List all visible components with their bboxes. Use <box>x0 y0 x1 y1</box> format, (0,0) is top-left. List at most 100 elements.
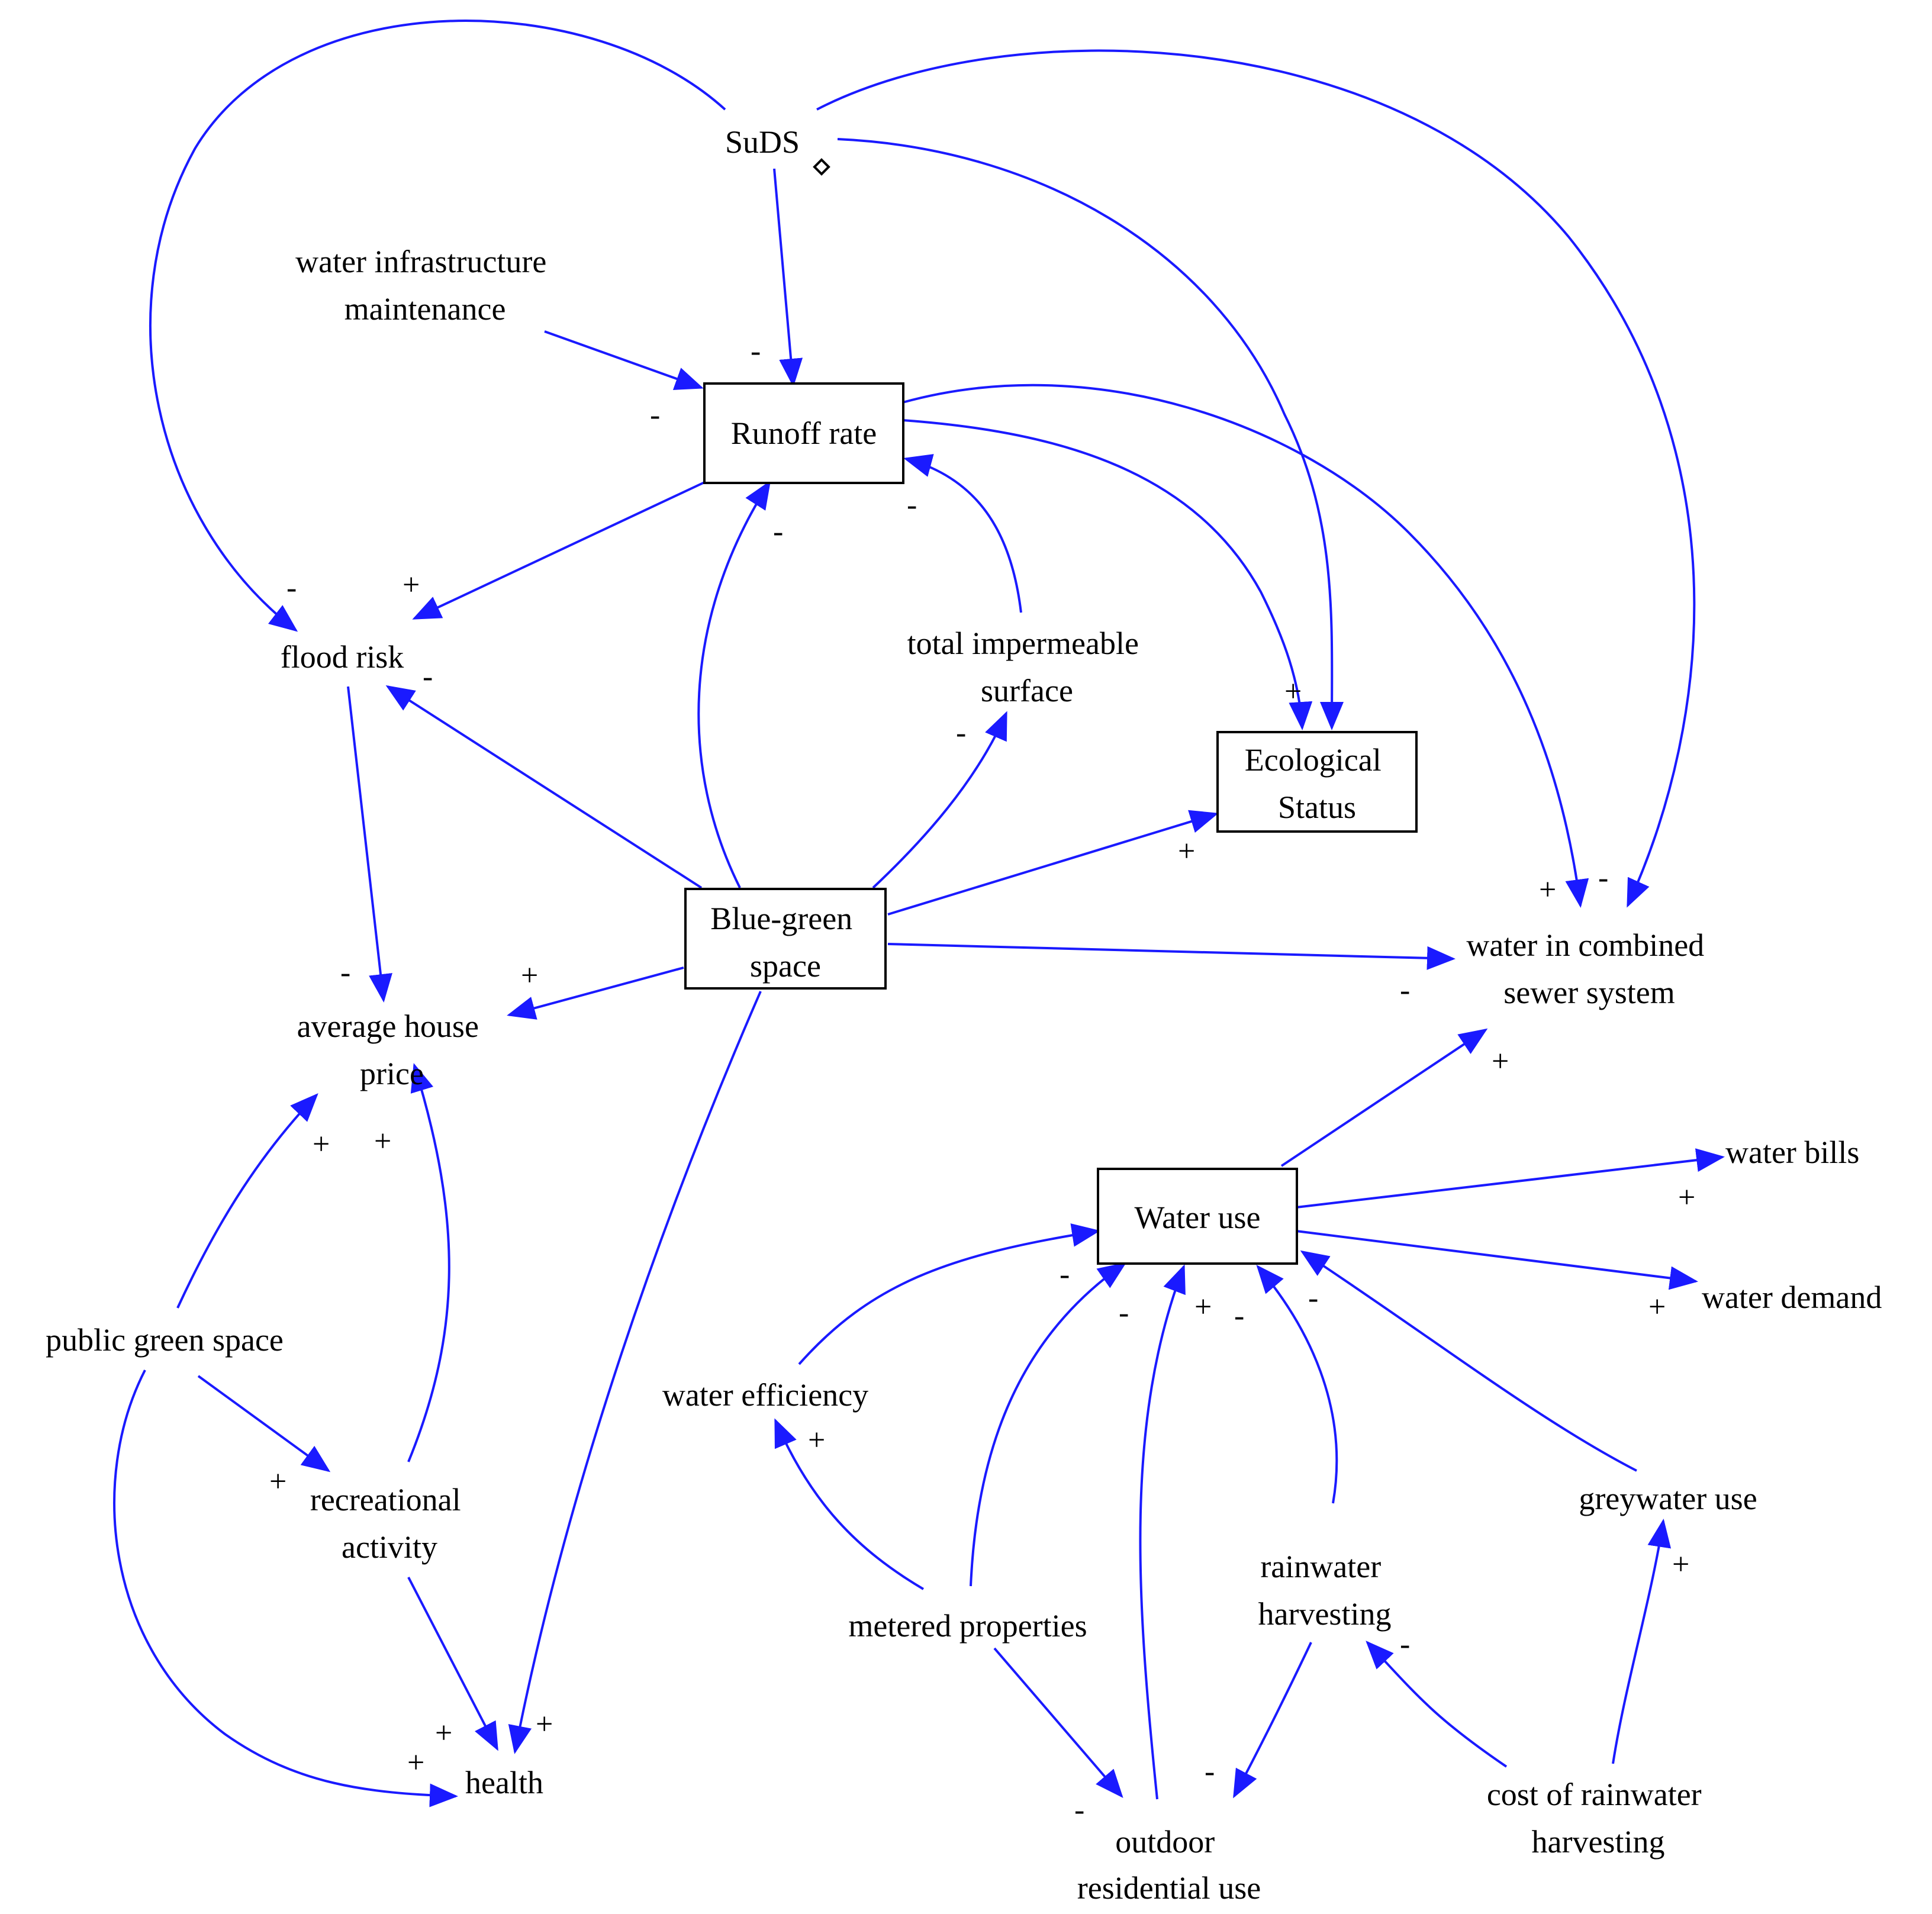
polarity-sign: + <box>407 1746 424 1780</box>
node-ecological-status: Ecological Status <box>1245 742 1389 825</box>
node-outdoor-residential-use-line1: outdoor <box>1115 1824 1215 1860</box>
link-suds-sewer <box>816 49 1696 908</box>
node-water-infrastructure-maintenance-line2: maintenance <box>344 291 506 327</box>
polarity-sign: - <box>956 716 966 750</box>
polarity-sign: + <box>374 1124 391 1158</box>
link-bluegreen-health <box>508 991 762 1754</box>
node-water-in-combined-sewer-system-line2: sewer system <box>1503 975 1675 1010</box>
node-average-house-price: average house price <box>297 1008 487 1091</box>
polarity-sign: - <box>1119 1296 1129 1330</box>
node-outdoor-residential-use: outdoor residential use <box>1077 1824 1261 1906</box>
polarity-sign: + <box>1678 1181 1695 1214</box>
node-labels: SuDS water infrastructure maintenance Ru… <box>46 124 1882 1906</box>
node-water-bills: water bills <box>1725 1135 1859 1170</box>
polarity-sign: + <box>313 1127 330 1161</box>
node-water-infrastructure-maintenance-line1: water infrastructure <box>295 244 546 279</box>
link-publicgreen-houseprice <box>176 1093 318 1309</box>
link-bluegreen-impermeable <box>872 711 1007 889</box>
polarity-sign: - <box>1074 1793 1084 1827</box>
node-ecological-status-line2: Status <box>1278 790 1356 825</box>
node-flood-risk: flood risk <box>281 639 404 675</box>
polarity-sign: + <box>1539 873 1556 907</box>
blue-green-space-box <box>684 888 887 990</box>
node-water-in-combined-sewer-system-line1: water in combined <box>1466 927 1704 963</box>
node-public-green-space: public green space <box>46 1322 284 1358</box>
node-blue-green-space-line1: Blue-green <box>710 901 852 936</box>
link-publicgreen-health <box>113 1370 458 1807</box>
polarity-sign: + <box>269 1465 286 1499</box>
link-outdoor-wateruse <box>1139 1264 1186 1800</box>
link-efficiency-wateruse <box>798 1223 1100 1365</box>
link-floodrisk-houseprice <box>347 686 392 1003</box>
polarity-sign: - <box>1205 1755 1215 1789</box>
polarity-sign: - <box>773 515 783 549</box>
link-wateruse-demand <box>1296 1230 1698 1290</box>
link-cost-rainwater <box>1366 1641 1508 1768</box>
link-suds-ecological <box>837 138 1344 730</box>
node-recreational-activity: recreational activity <box>310 1482 469 1565</box>
node-total-impermeable-surface: total impermeable surface <box>907 626 1147 708</box>
node-blue-green-space: Blue-green space <box>710 901 860 984</box>
node-total-impermeable-surface-line1: total impermeable <box>907 626 1139 661</box>
water-use-box <box>1097 1168 1298 1265</box>
node-total-impermeable-surface-line2: surface <box>981 673 1073 708</box>
link-infrastructure-runoff <box>544 330 704 390</box>
polarity-sign: - <box>1308 1281 1318 1315</box>
polarity-sign: + <box>1178 834 1195 868</box>
polarity-sign: + <box>1284 675 1302 708</box>
node-rainwater-harvesting-line1: rainwater <box>1260 1549 1381 1584</box>
polarity-sign: + <box>1194 1290 1212 1324</box>
link-metered-wateruse <box>970 1262 1127 1587</box>
polarity-sign: + <box>435 1716 452 1750</box>
link-metered-efficiency <box>774 1418 925 1590</box>
polarity-sign: - <box>1400 974 1410 1007</box>
node-recreational-activity-line1: recreational <box>310 1482 461 1517</box>
polarity-signs: - - - + - - - - + + + - - + - + + + + + … <box>269 334 1695 1827</box>
link-recreational-houseprice <box>407 1063 450 1462</box>
link-rainwater-wateruse <box>1256 1264 1338 1504</box>
polarity-sign: - <box>423 660 433 694</box>
node-rainwater-harvesting-line2: harvesting <box>1258 1596 1392 1632</box>
link-suds-floodrisk <box>149 20 726 632</box>
link-rainwater-outdoor <box>1233 1642 1312 1799</box>
node-cost-of-rainwater-harvesting-line1: cost of rainwater <box>1487 1777 1702 1812</box>
polarity-sign: - <box>286 571 297 605</box>
polarity-sign: - <box>1060 1258 1070 1291</box>
node-metered-properties: metered properties <box>848 1608 1087 1644</box>
link-bluegreen-sewer <box>887 943 1456 970</box>
node-average-house-price-line1: average house <box>297 1008 479 1044</box>
polarity-sign: + <box>536 1707 553 1741</box>
node-water-in-combined-sewer-system: water in combined sewer system <box>1466 927 1712 1010</box>
node-cost-of-rainwater-harvesting-line2: harvesting <box>1532 1824 1665 1860</box>
node-water-efficiency: water efficiency <box>662 1377 868 1413</box>
node-health: health <box>465 1765 543 1800</box>
link-bluegreen-floodrisk <box>385 685 703 889</box>
link-wateruse-bills <box>1296 1148 1725 1209</box>
polarity-sign: + <box>1672 1548 1689 1581</box>
node-water-infrastructure-maintenance: water infrastructure maintenance <box>295 244 555 327</box>
polarity-sign: - <box>650 398 660 432</box>
link-bluegreen-houseprice <box>507 966 684 1020</box>
link-runoff-sewer <box>902 384 1589 908</box>
link-runoff-ecological <box>902 419 1313 730</box>
link-publicgreen-recreational <box>197 1375 331 1472</box>
node-greywater-use: greywater use <box>1579 1481 1757 1516</box>
node-water-demand: water demand <box>1702 1280 1882 1315</box>
link-runoff-floodrisk <box>412 481 705 620</box>
node-average-house-price-line2: price <box>360 1056 424 1091</box>
polarity-sign: + <box>1492 1045 1509 1078</box>
link-greywater-wateruse <box>1300 1250 1637 1472</box>
link-cost-greywater <box>1612 1519 1672 1764</box>
polarity-sign: - <box>1400 1628 1410 1661</box>
node-ecological-status-line1: Ecological <box>1245 742 1382 778</box>
link-wateruse-sewer <box>1280 1028 1488 1167</box>
polarity-sign: + <box>402 568 420 602</box>
node-suds: SuDS <box>725 124 800 160</box>
polarity-sign: + <box>1648 1290 1666 1324</box>
polarity-sign: + <box>521 959 538 993</box>
node-outdoor-residential-use-line2: residential use <box>1077 1870 1261 1906</box>
runoff-rate-box <box>703 382 904 484</box>
link-bluegreen-ecological <box>887 810 1219 916</box>
polarity-sign: - <box>340 956 350 990</box>
